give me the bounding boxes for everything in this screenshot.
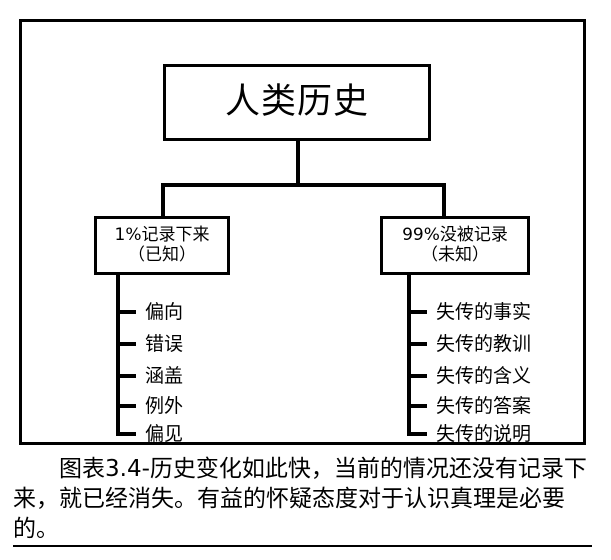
list-item: 失传的含义: [407, 363, 531, 389]
node-recorded-line1: 1%记录下来: [114, 224, 210, 245]
branch-item-label: 失传的教训: [436, 332, 532, 355]
branch-item-label: 偏见: [145, 422, 184, 445]
node-root-label: 人类历史: [224, 81, 369, 122]
connector-split-bar: [161, 183, 446, 187]
figure-caption: 图表3.4-历史变化如此快，当前的情况还没有记录下来，就已经消失。有益的怀疑态度…: [13, 456, 587, 542]
branch-spine-left: [116, 275, 120, 434]
branch-item-label: 偏向: [145, 300, 184, 323]
diagram-frame: 人类历史 1%记录下来 （已知） 99%没被记录 （未知） 偏向 错误 涵盖 例…: [19, 19, 586, 445]
branch-tick-icon: [116, 310, 136, 314]
node-unrecorded-line2: （未知）: [421, 245, 489, 265]
branch-tick-icon: [407, 432, 427, 436]
caption-divider: [13, 545, 592, 547]
node-unrecorded: 99%没被记录 （未知）: [380, 216, 530, 275]
branch-tick-icon: [407, 374, 427, 378]
list-item: 失传的教训: [407, 331, 531, 357]
branch-item-label: 错误: [145, 332, 184, 355]
list-item: 错误: [116, 331, 183, 357]
list-item: 涵盖: [116, 363, 183, 389]
list-item: 失传的说明: [407, 421, 531, 447]
branch-tick-icon: [407, 310, 427, 314]
branch-item-label: 失传的答案: [436, 394, 532, 417]
list-item: 偏向: [116, 299, 183, 325]
branch-item-label: 失传的含义: [436, 364, 532, 387]
list-item: 偏见: [116, 421, 183, 447]
branch-item-label: 失传的说明: [436, 422, 532, 445]
branch-tick-icon: [116, 432, 136, 436]
branch-tick-icon: [116, 404, 136, 408]
list-item: 失传的事实: [407, 299, 531, 325]
connector-drop-left: [161, 183, 165, 219]
branch-item-label: 涵盖: [145, 364, 184, 387]
branch-item-label: 失传的事实: [436, 300, 532, 323]
node-human-history: 人类历史: [163, 64, 431, 141]
branch-tick-icon: [116, 342, 136, 346]
list-item: 例外: [116, 393, 183, 419]
branch-tick-icon: [116, 374, 136, 378]
list-item: 失传的答案: [407, 393, 531, 419]
branch-spine-right: [407, 275, 411, 434]
node-recorded-line2: （已知）: [128, 245, 196, 265]
node-unrecorded-line1: 99%没被记录: [402, 224, 508, 245]
branch-tick-icon: [407, 342, 427, 346]
branch-tick-icon: [407, 404, 427, 408]
branch-item-label: 例外: [145, 394, 184, 417]
node-recorded: 1%记录下来 （已知）: [94, 216, 230, 275]
connector-trunk: [296, 141, 300, 186]
connector-drop-right: [442, 183, 446, 219]
